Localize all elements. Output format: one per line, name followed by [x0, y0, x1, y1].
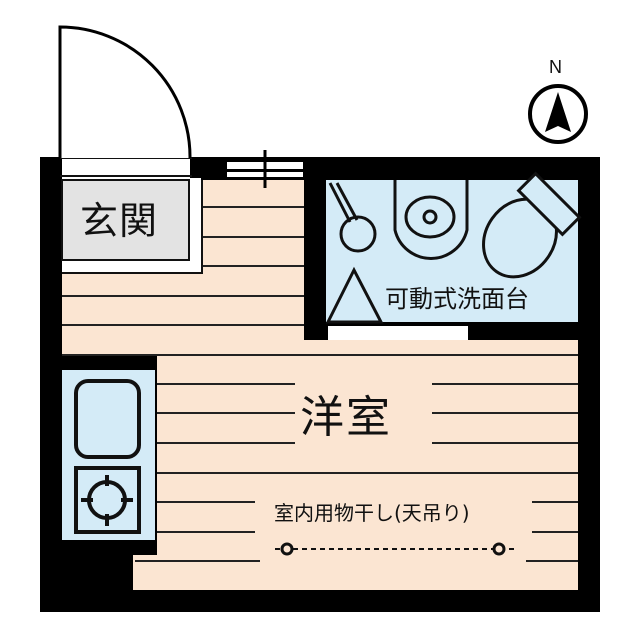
- indoor-dryer: [275, 542, 515, 556]
- washbasin-icon: [325, 266, 384, 324]
- sink-icon: [393, 180, 469, 260]
- floor-lines: [62, 206, 578, 562]
- compass-north-label: N: [549, 57, 562, 77]
- washroom: [325, 171, 582, 340]
- western-room-label: 洋室: [300, 392, 392, 443]
- window: [227, 150, 303, 188]
- stove-icon: [74, 466, 141, 534]
- washroom-label: 可動式洗面台: [385, 285, 529, 313]
- kitchen-sink-icon: [74, 379, 141, 459]
- north-arrow-icon: [545, 92, 571, 132]
- toilet-icon: [482, 171, 582, 279]
- compass: [528, 84, 588, 144]
- indoor-dryer-label: 室内用物干し(天吊り): [268, 503, 476, 523]
- kitchen: [62, 370, 155, 540]
- entrance: [60, 157, 203, 274]
- shower-icon: [328, 182, 377, 253]
- entrance-door[interactable]: [58, 25, 192, 159]
- entrance-label: 玄関: [80, 199, 159, 243]
